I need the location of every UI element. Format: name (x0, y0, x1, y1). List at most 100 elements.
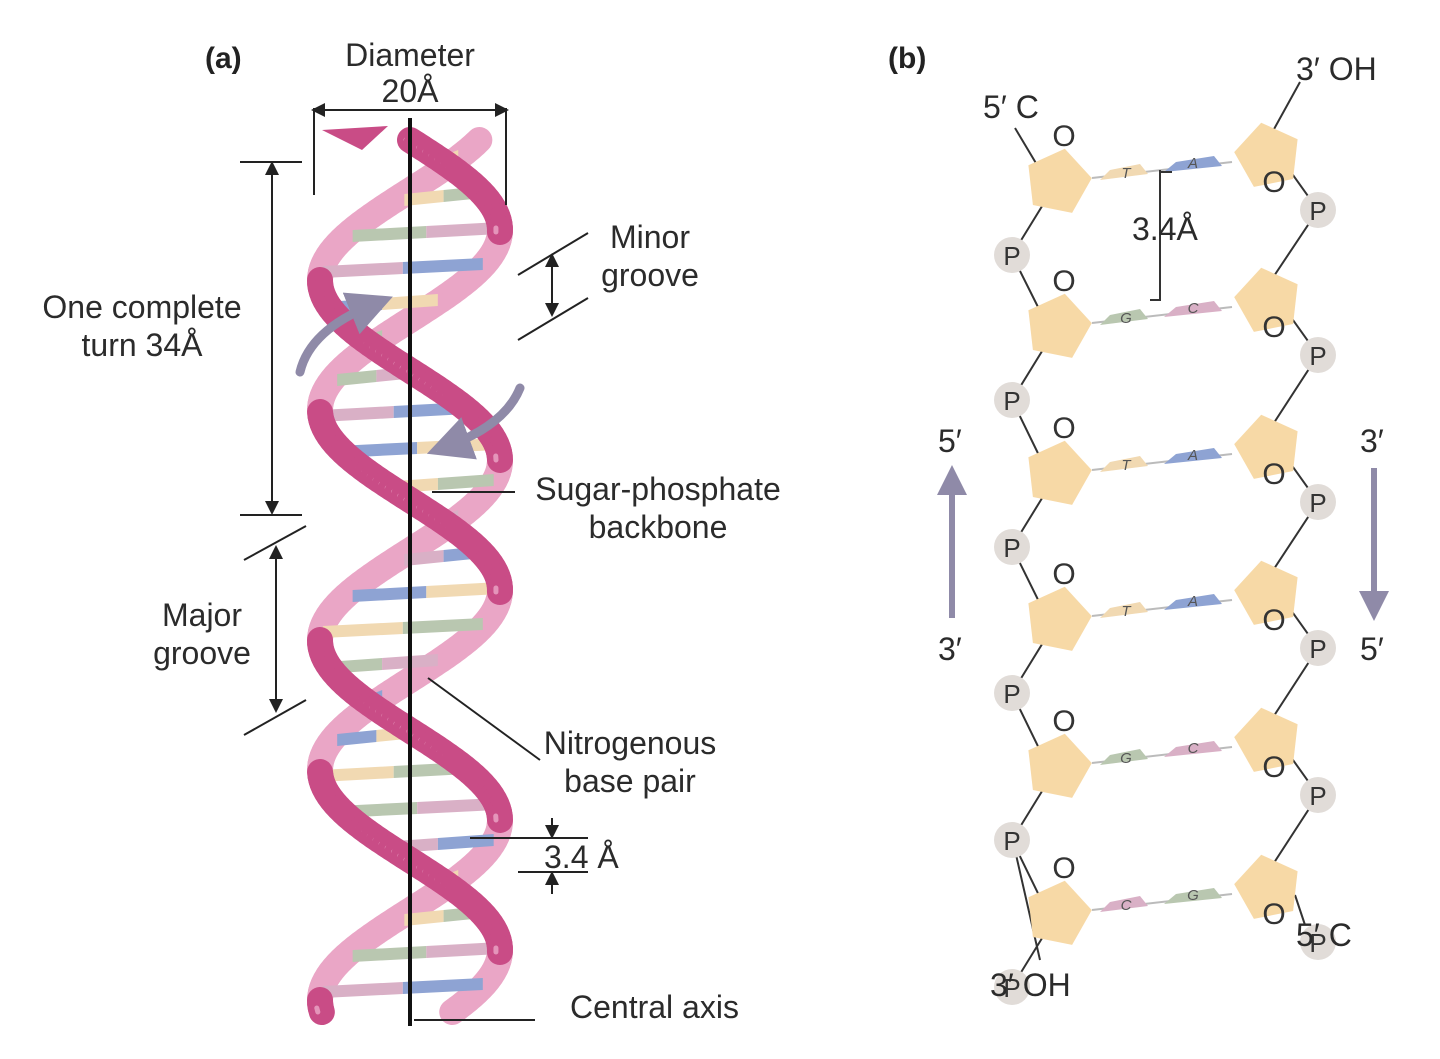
major-groove-tick-top (243, 525, 307, 561)
base-half (352, 946, 427, 962)
helix-front-strand (307, 126, 513, 1025)
base-left (1100, 896, 1148, 912)
rise-label: 3.4 Å (544, 839, 619, 875)
right-strand-bottom-label: 5′ (1360, 631, 1384, 667)
oxygen-label-left: O (1052, 412, 1075, 445)
backbone-line2: backbone (589, 509, 728, 545)
base-letter-right: A (1187, 155, 1198, 172)
major-groove-line2: groove (153, 635, 251, 671)
sugar-right (1234, 854, 1298, 919)
sugar-left (1028, 440, 1092, 505)
phosphate-label-left: P (1003, 973, 1020, 1003)
base-letter-left: T (1121, 603, 1132, 620)
panel-a-double-helix: (a) Diameter 20Å One complete turn 34Å M… (42, 37, 781, 1026)
oxygen-label-right: O (1262, 458, 1285, 491)
top-left-end-label: 5′ C (983, 89, 1039, 125)
sugar-left (1028, 880, 1092, 945)
major-groove-tick-bottom (243, 699, 307, 736)
base-pair-leader (427, 677, 541, 761)
base-letter-left: C (1121, 897, 1132, 914)
diameter-label: Diameter (345, 37, 475, 73)
sugar-left (1028, 586, 1092, 651)
base-pair-line1: Nitrogenous (544, 725, 717, 761)
turn-label-line2: turn 34Å (82, 327, 204, 363)
bottom-right-end-label: 5′ C (1296, 917, 1352, 953)
base-half (426, 582, 500, 598)
base-half (352, 226, 427, 242)
base-left (1100, 456, 1148, 472)
right-strand-top-label: 3′ (1360, 423, 1384, 459)
base-half (337, 370, 377, 386)
base-letter-right: C (1188, 300, 1199, 317)
base-letter-right: G (1187, 887, 1199, 904)
major-groove-line1: Major (162, 597, 242, 633)
phosphate-circle-left (994, 382, 1030, 418)
sugar-right (1234, 267, 1298, 332)
phosphate-label-left: P (1003, 826, 1020, 856)
phosphate-circle-left (994, 675, 1030, 711)
left-backbone-end (1011, 836, 1041, 961)
sugar-right (1234, 122, 1298, 187)
phosphate-circle-left (994, 822, 1030, 858)
minor-groove-line2: groove (601, 257, 699, 293)
base-left (1100, 602, 1148, 618)
oxygen-label-left: O (1052, 120, 1075, 153)
base-half (402, 978, 483, 994)
phosphate-circle-left (994, 237, 1030, 273)
base-right (1164, 594, 1222, 610)
sugar-left (1028, 148, 1092, 213)
phosphate-label-right: P (1309, 781, 1326, 811)
base-letter-right: C (1188, 740, 1199, 757)
base-letter-right: A (1187, 447, 1198, 464)
panel-b-strand-schematic: (b) PPOOTAPPOOGCPPOOTAPPOOTAPPOOGCPPOOCG… (888, 42, 1389, 1005)
phosphate-circle-right (1300, 337, 1336, 373)
base-half (402, 618, 483, 634)
base-right (1164, 156, 1222, 172)
base-half (404, 910, 444, 926)
base-half (437, 474, 494, 490)
base-half (320, 406, 394, 422)
base-half (426, 222, 500, 238)
phosphate-label-left: P (1003, 241, 1020, 271)
rise-label-b: 3.4Å (1132, 211, 1198, 247)
helix-ribbon-segment (439, 995, 471, 1025)
turn-label-line1: One complete (42, 289, 241, 325)
base-letter-left: T (1121, 165, 1132, 182)
minor-groove-line1: Minor (610, 219, 690, 255)
oxygen-label-left: O (1052, 705, 1075, 738)
base-half (322, 982, 403, 998)
base-left (1100, 164, 1148, 180)
base-right (1164, 301, 1222, 317)
phosphate-circle-right (1300, 484, 1336, 520)
base-half (322, 262, 403, 278)
base-half (402, 258, 483, 274)
phosphate-label-right: P (1309, 196, 1326, 226)
helix-ribbon-highlight (314, 1005, 321, 1015)
base-half (322, 622, 403, 638)
phosphate-label-left: P (1003, 679, 1020, 709)
phosphate-circle-right (1300, 777, 1336, 813)
sugar-left (1028, 733, 1092, 798)
diameter-value: 20Å (382, 73, 440, 109)
oxygen-label-right: O (1262, 166, 1285, 199)
left-strand-bottom-label: 3′ (938, 631, 962, 667)
sugar-right (1234, 560, 1298, 625)
panel-a-label: (a) (205, 42, 242, 75)
phosphate-circle-right (1300, 630, 1336, 666)
base-right (1164, 741, 1222, 757)
oxygen-label-left: O (1052, 558, 1075, 591)
phosphate-label-right: P (1309, 928, 1326, 958)
rotation-arrow-bottom (426, 383, 525, 460)
top-right-end-label: 3′ OH (1296, 51, 1377, 87)
phosphate-label-left: P (1003, 533, 1020, 563)
base-letter-right: A (1187, 593, 1198, 610)
base-right (1164, 448, 1222, 464)
oxygen-label-right: O (1262, 604, 1285, 637)
oxygen-label-left: O (1052, 852, 1075, 885)
phosphate-label-right: P (1309, 488, 1326, 518)
base-half (337, 730, 377, 746)
backbone-line1: Sugar-phosphate (535, 471, 781, 507)
base-half (404, 190, 444, 206)
